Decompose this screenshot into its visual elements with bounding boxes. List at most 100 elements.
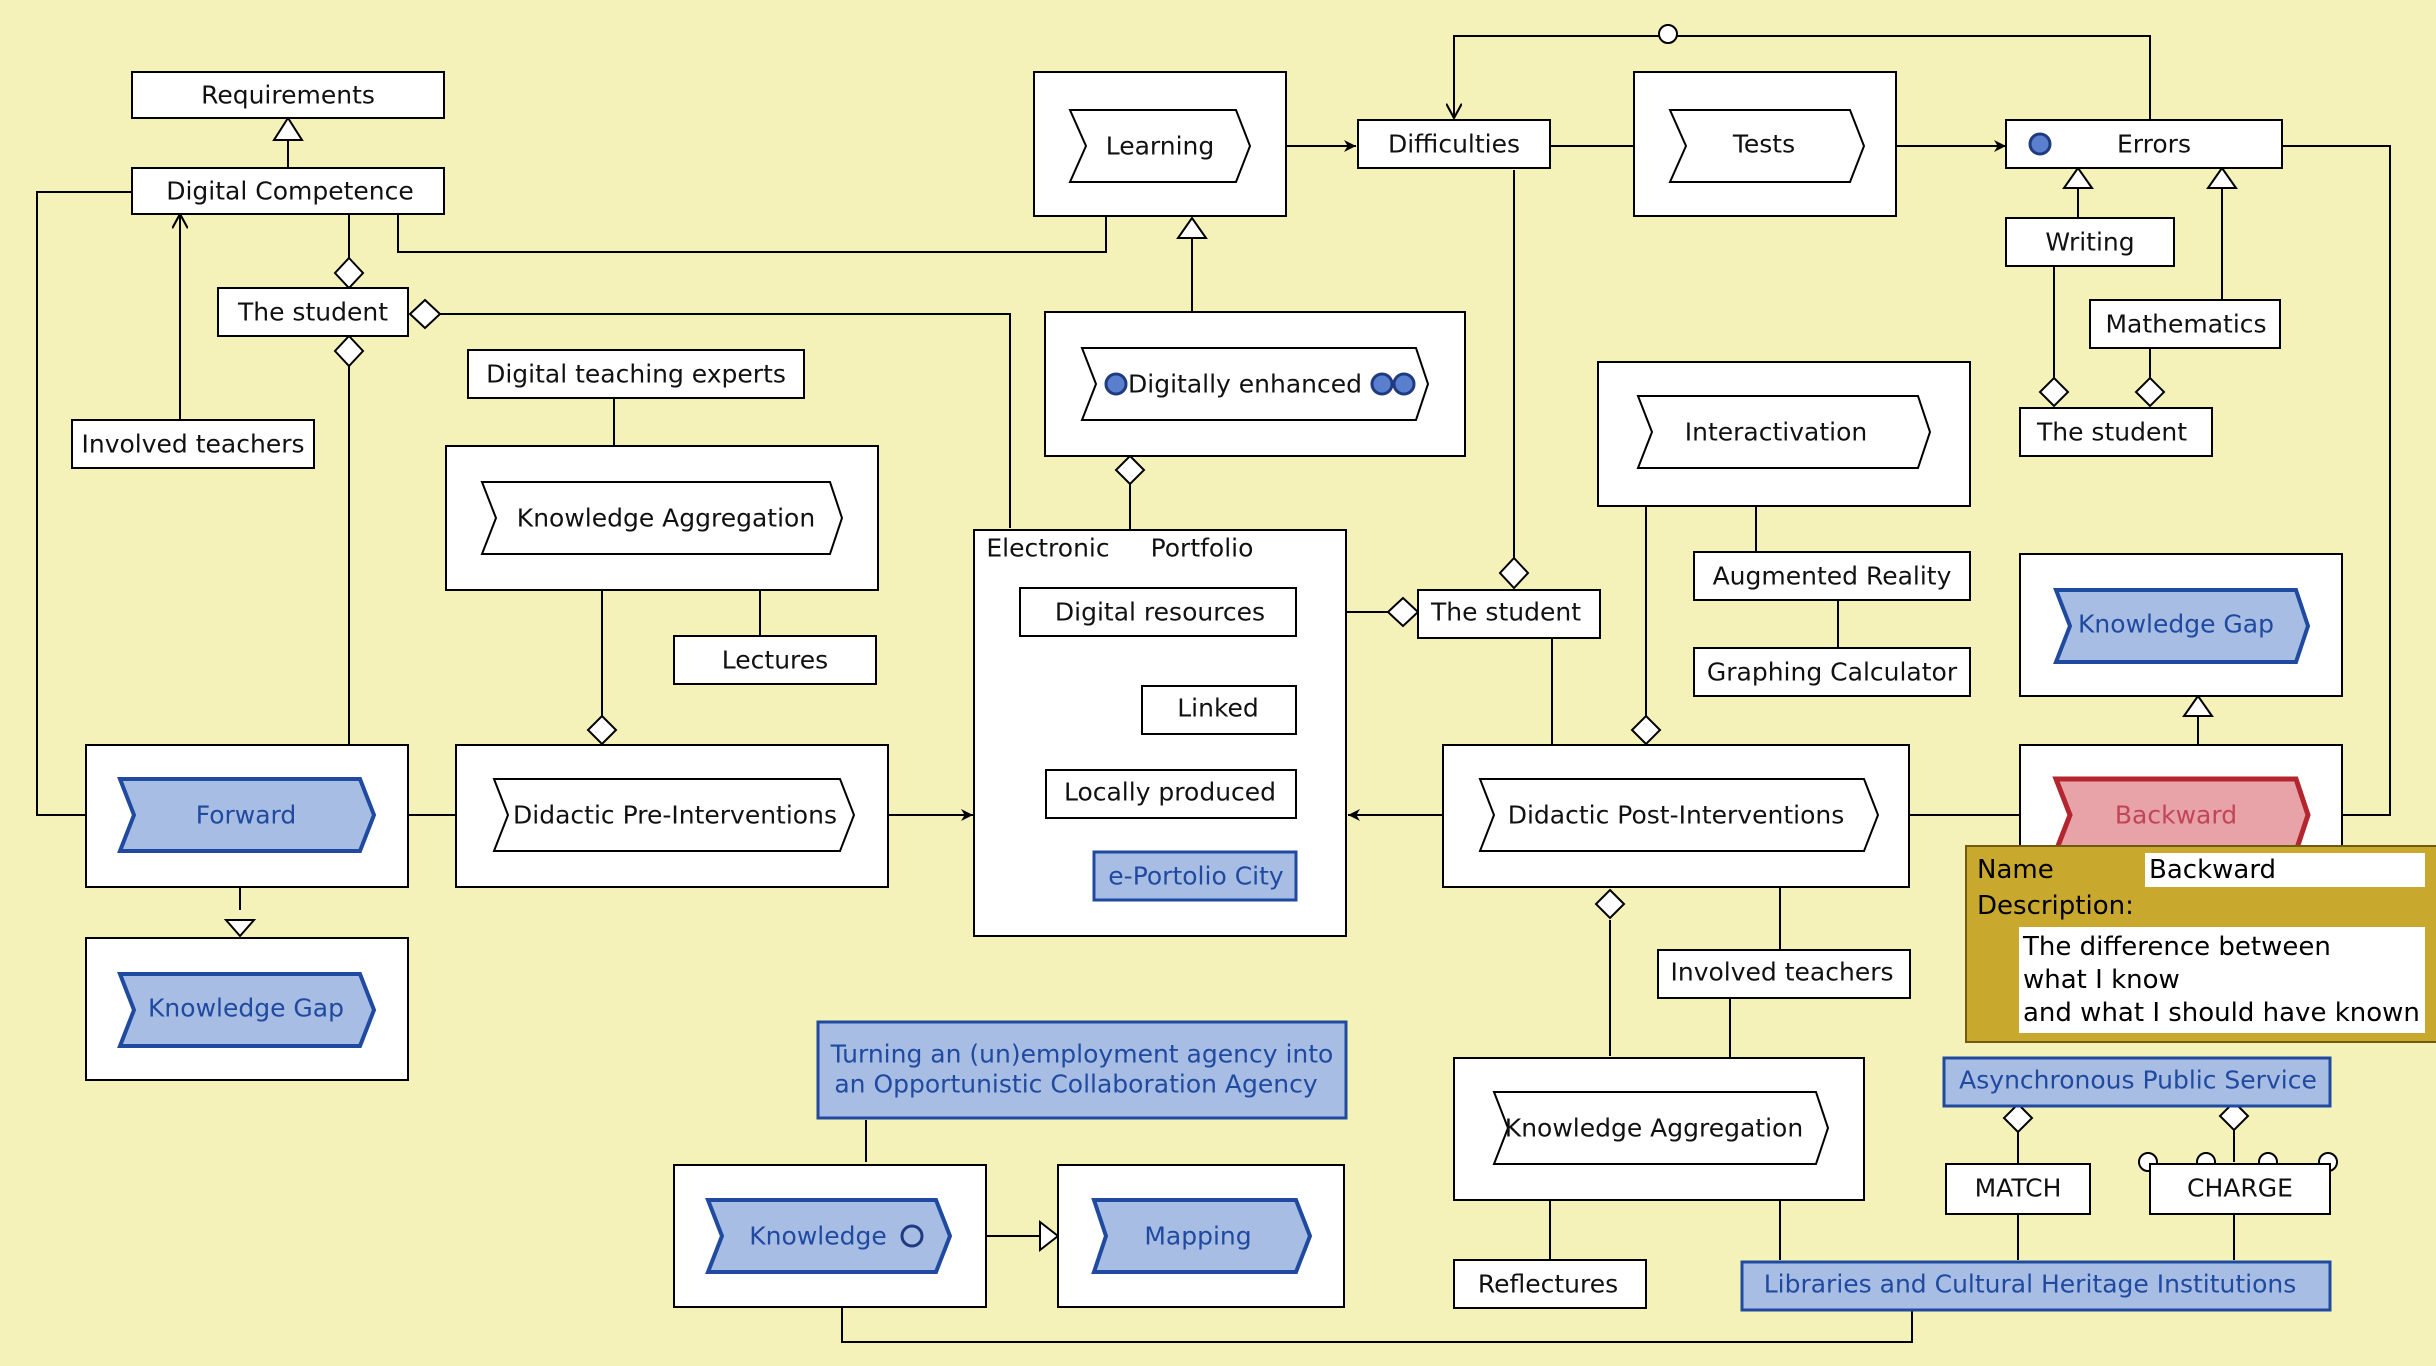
- involved-teachers-top-label: Involved teachers: [81, 430, 304, 459]
- knowledge-gap-right-chevron[interactable]: [2053, 588, 2311, 664]
- turning-label-line2: an Opportunistic Collaboration Agency: [834, 1070, 1318, 1099]
- augmented-reality-box[interactable]: [1693, 551, 1971, 601]
- match-box[interactable]: [1945, 1163, 2091, 1215]
- mapping-chevron[interactable]: [1091, 1198, 1313, 1274]
- requirements-label: Requirements: [201, 81, 375, 110]
- difficulties-label: Difficulties: [1388, 130, 1520, 159]
- student-mid-box[interactable]: [1417, 589, 1601, 639]
- mathematics-box[interactable]: [2089, 299, 2281, 349]
- asynchronous-box[interactable]: [1942, 1056, 2332, 1108]
- asynchronous-label: Asynchronous Public Service: [1959, 1066, 2317, 1095]
- aggregation-diamond: [1498, 556, 1530, 590]
- charge-box[interactable]: [2149, 1163, 2331, 1215]
- knowledge-circle-icon: [900, 1224, 924, 1248]
- libraries-box[interactable]: [1740, 1260, 2332, 1312]
- blue-chevrons: [117, 588, 2311, 1274]
- description-field[interactable]: The difference between what I know and w…: [2019, 927, 2425, 1033]
- digital-teaching-experts-box[interactable]: [467, 349, 805, 399]
- locally-produced-label: Locally produced: [1064, 778, 1276, 807]
- digitally-enhanced-circle-icon: [1104, 372, 1128, 396]
- lectures-label: Lectures: [722, 646, 828, 675]
- errors-box[interactable]: [2005, 119, 2283, 169]
- aggregation-diamond: [1114, 454, 1146, 486]
- errors-circle-icon: [2028, 132, 2052, 156]
- learning-chevron[interactable]: [1068, 109, 1252, 183]
- blue-boxes: [816, 850, 2332, 1312]
- generalization-triangle: [1176, 216, 1208, 239]
- libraries-label: Libraries and Cultural Heritage Institut…: [1764, 1270, 2297, 1299]
- aggregation-diamond: [333, 334, 365, 368]
- involved-teachers-top-box[interactable]: [71, 419, 315, 469]
- aggregation-diamond: [408, 298, 442, 330]
- double-circle-icon: [1392, 372, 1416, 396]
- e-portolio-city-box[interactable]: [1092, 850, 1298, 902]
- aggregation-diamond: [2134, 376, 2166, 408]
- element-property-panel: Name Backward Description: The differenc…: [1965, 845, 2436, 1043]
- locally-produced-box[interactable]: [1045, 769, 1297, 819]
- student-right-label: The student: [2036, 418, 2187, 447]
- mathematics-label: Mathematics: [2105, 310, 2266, 339]
- knowledge-aggregation-top-label: Knowledge Aggregation: [517, 504, 815, 533]
- linked-box[interactable]: [1141, 685, 1297, 735]
- generalization-triangle: [272, 116, 304, 141]
- double-circle-icon: [1370, 372, 1394, 396]
- charge-label: CHARGE: [2187, 1174, 2293, 1203]
- tests-chevron[interactable]: [1668, 109, 1866, 183]
- knowledge-gap-left-chevron[interactable]: [117, 972, 377, 1048]
- knowledge-gap-right-label: Knowledge Gap: [2078, 610, 2274, 639]
- digitally-enhanced-chevron[interactable]: [1080, 347, 1430, 421]
- student-right-box[interactable]: [2019, 407, 2213, 457]
- student-mid-label: The student: [1430, 598, 1581, 627]
- involved-teachers-bottom-label: Involved teachers: [1670, 958, 1893, 987]
- edge-competence-learning: [397, 180, 1106, 253]
- requirements-box[interactable]: [131, 71, 445, 119]
- turning-label-line1: Turning an (un)employment agency into: [830, 1040, 1334, 1069]
- edge-errors-backward: [2282, 145, 2391, 821]
- student-top-box[interactable]: [217, 287, 409, 337]
- forward-chevron[interactable]: [117, 777, 377, 853]
- chevrons: [480, 109, 1932, 1165]
- aggregation-diamond: [333, 256, 365, 290]
- linked-label: Linked: [1177, 694, 1259, 723]
- generalization-triangle: [2182, 694, 2214, 717]
- augmented-reality-label: Augmented Reality: [1713, 562, 1952, 591]
- turning-agency-box[interactable]: [816, 1020, 1348, 1120]
- involved-teachers-bottom-box[interactable]: [1657, 949, 1911, 999]
- difficulties-box[interactable]: [1357, 119, 1551, 169]
- digital-resources-box[interactable]: [1019, 587, 1297, 637]
- mapping-label: Mapping: [1144, 1222, 1251, 1251]
- digitally-enhanced-label: Digitally enhanced: [1128, 370, 1362, 399]
- generalization-triangle: [1039, 1219, 1060, 1253]
- knowledge-aggregation-bottom-chevron[interactable]: [1492, 1091, 1830, 1165]
- knowledge-aggregation-top-chevron[interactable]: [480, 481, 844, 555]
- knowledge-aggregation-bottom-label: Knowledge Aggregation: [1505, 1114, 1803, 1143]
- didactic-post-chevron[interactable]: [1478, 778, 1880, 852]
- reflectures-box[interactable]: [1453, 1259, 1647, 1309]
- backward-label: Backward: [2115, 801, 2237, 830]
- generalization-triangle: [2062, 166, 2094, 189]
- aggregation-diamond: [586, 714, 618, 746]
- generalization-triangle: [2206, 166, 2238, 189]
- aggregation-diamond: [2038, 376, 2070, 408]
- electronic-label: Electronic: [986, 534, 1109, 563]
- match-label: MATCH: [1975, 1174, 2062, 1203]
- digital-competence-label: Digital Competence: [166, 177, 414, 206]
- name-label: Name: [1977, 855, 2054, 885]
- knowledge-chevron[interactable]: [705, 1198, 953, 1274]
- forward-label: Forward: [196, 801, 297, 830]
- digital-competence-box[interactable]: [131, 167, 445, 215]
- lectures-box[interactable]: [673, 635, 877, 685]
- graphing-calculator-box[interactable]: [1693, 647, 1971, 697]
- aggregation-diamond: [2218, 1100, 2250, 1132]
- connector-circle: [1658, 24, 1678, 44]
- aggregation-diamond: [2002, 1102, 2034, 1134]
- interactivation-chevron[interactable]: [1636, 395, 1932, 469]
- aggregation-diamond: [1594, 888, 1626, 920]
- aggregation-diamond: [1630, 714, 1662, 746]
- didactic-pre-chevron[interactable]: [492, 778, 856, 852]
- writing-box[interactable]: [2005, 217, 2175, 267]
- aggregation-diamond: [1386, 596, 1420, 628]
- didactic-post-label: Didactic Post-Interventions: [1508, 801, 1845, 830]
- name-field[interactable]: Backward: [2145, 853, 2425, 887]
